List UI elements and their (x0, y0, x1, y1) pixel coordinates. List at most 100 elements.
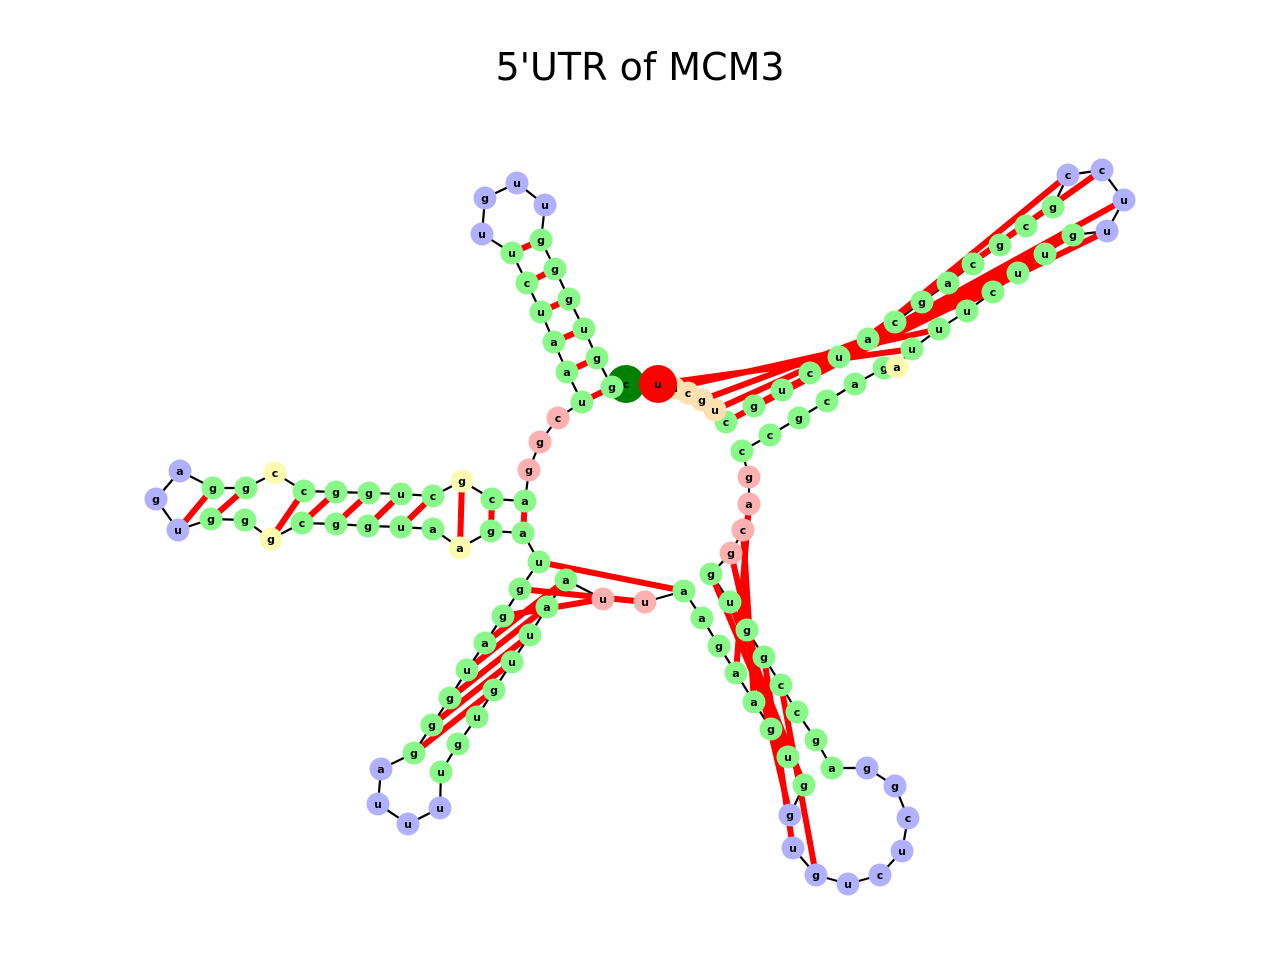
nucleotide-circle (570, 390, 594, 414)
nucleotide-circle (1112, 188, 1136, 212)
nucleotide-circle (546, 406, 570, 430)
nucleotide-circle (742, 394, 766, 418)
stem-nucleotide: u (518, 623, 542, 647)
nucleotide-letter: g (800, 779, 808, 792)
nucleotide-letter: a (543, 601, 550, 614)
nucleotide-letter: g (608, 381, 616, 394)
nucleotide-circle (787, 406, 811, 430)
nucleotide-letter: g (743, 624, 751, 637)
stem-nucleotide: u (827, 345, 851, 369)
nucleotide-letter: g (365, 487, 373, 500)
hairpin-nucleotide: u (470, 222, 494, 246)
hairpin-nucleotide: u (366, 792, 390, 816)
stem-nucleotide: u (429, 760, 453, 784)
nucleotide-circle (988, 233, 1012, 257)
nucleotide-letter: g (332, 486, 340, 499)
nucleotide-letter: a (429, 523, 436, 536)
nucleotide-letter: a (481, 637, 488, 650)
nucleotide-circle (511, 521, 535, 545)
nucleotide-circle (455, 658, 479, 682)
nucleotide-letter: a (745, 498, 752, 511)
stem-nucleotide: a (742, 690, 766, 714)
nucleotide-circle (885, 355, 909, 379)
stem-nucleotide: g (543, 257, 567, 281)
nucleotide-letter: g (267, 533, 275, 546)
nucleotide-letter: u (641, 596, 649, 609)
stem-nucleotide: u (500, 650, 524, 674)
nucleotide-circle (555, 360, 579, 384)
nucleotide-letter: g (715, 640, 723, 653)
diagram-title: 5'UTR of MCM3 (495, 45, 784, 89)
stem-nucleotide: c (292, 479, 316, 503)
nucleotide-circle (201, 476, 225, 500)
stem-nucleotide: c (1014, 214, 1038, 238)
stem-nucleotide: u (465, 705, 489, 729)
hairpin-nucleotide: u (836, 872, 860, 896)
stem-nucleotide: c (798, 361, 822, 385)
stem-nucleotide: u (900, 337, 924, 361)
hairpin-nucleotide: c (896, 806, 920, 830)
nucleotide-circle (699, 562, 723, 586)
hairpin-nucleotide: u (505, 171, 529, 195)
stem-nucleotide: a (535, 595, 559, 619)
nucleotide-letter: g (241, 514, 249, 527)
stem-nucleotide: g (759, 717, 783, 741)
nucleotide-circle (868, 863, 892, 887)
nucleotide-letter: g (490, 684, 498, 697)
stem-nucleotide: a (542, 330, 566, 354)
nucleotide-letter: c (1023, 220, 1030, 233)
nucleotide-letter: g (760, 651, 768, 664)
nucleotide-circle (737, 465, 761, 489)
stem-nucleotide: a (513, 489, 537, 513)
nucleotide-circle (1056, 163, 1080, 187)
nucleotide-circle (482, 678, 506, 702)
nucleotide-letter: c (524, 277, 531, 290)
nucleotide-letter: c (1099, 164, 1106, 177)
stem-nucleotide: g (585, 346, 609, 370)
nucleotide-letter: u (404, 818, 412, 831)
nucleotide-letter: c (739, 445, 746, 458)
nucleotide-circle (542, 330, 566, 354)
stem-nucleotide: u (455, 658, 479, 682)
nucleotide-letter: c (1065, 169, 1072, 182)
nucleotide-letter: u (599, 593, 607, 606)
nucleotide-circle (778, 803, 802, 827)
nucleotide-circle (890, 839, 914, 863)
nucleotide-circle (672, 579, 696, 603)
nucleotide-letter: g (750, 400, 758, 413)
nucleotide-circle (421, 517, 445, 541)
hairpin-nucleotide: g (778, 803, 802, 827)
nucleotide-letter: u (908, 343, 916, 356)
nucleotide-circle (473, 186, 497, 210)
nucleotide-circle (781, 836, 805, 860)
stem-nucleotide: u (770, 378, 794, 402)
multiloop-nucleotide: a (737, 492, 761, 516)
nucleotide-letter: a (377, 763, 384, 776)
nucleotide-letter: u (174, 524, 182, 537)
stem-nucleotide: g (1041, 195, 1065, 219)
nucleotide-circle (448, 536, 472, 560)
nucleotide-circle (324, 512, 348, 536)
nucleotide-circle (804, 728, 828, 752)
nucleotide-circle (900, 337, 924, 361)
nucleotide-letter: c (740, 524, 747, 537)
hairpin-nucleotide: g (473, 186, 497, 210)
stem-nucleotide: c (815, 389, 839, 413)
nucleotide-letter: c (892, 316, 899, 329)
base-pair-bond (465, 604, 549, 673)
stem-nucleotide: c (730, 439, 754, 463)
hairpin-nucleotide: c (868, 863, 892, 887)
nucleotide-letter: u (844, 878, 852, 891)
nucleotide-circle (910, 290, 934, 314)
nucleotide-letter: u (463, 664, 471, 677)
stem-nucleotide: g (234, 476, 258, 500)
nucleotide-circle (259, 527, 283, 551)
nucleotide-circle (896, 806, 920, 830)
nucleotide-letter: g (536, 436, 544, 449)
nucleotide-letter: a (519, 527, 526, 540)
nucleotide-circle (290, 511, 314, 535)
multiloop-nucleotide: u (633, 590, 657, 614)
stem-nucleotide: g (402, 741, 426, 765)
stem-nucleotide: a (856, 327, 880, 351)
nucleotide-letter: g (996, 239, 1004, 252)
